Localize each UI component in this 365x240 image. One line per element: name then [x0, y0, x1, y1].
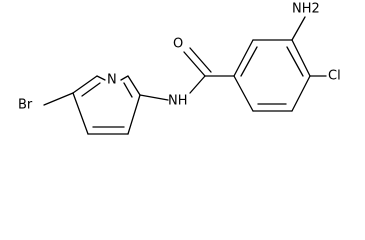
carbonyl-double-bond: [189, 47, 212, 73]
pyridine-bond: [72, 92, 89, 135]
pyridine-nitrogen-label: N: [107, 73, 117, 88]
benzene-bond: [233, 75, 254, 112]
amide-bond: [189, 75, 206, 94]
carbonyl-bond: [183, 51, 206, 77]
amino-label: NH2: [292, 2, 320, 17]
molecule-structure: Br N NH O NH2 Cl: [18, 2, 341, 135]
amino-bond: [291, 16, 306, 41]
br-bond: [43, 92, 74, 106]
pyridine-double-bond: [81, 82, 101, 97]
pyridine-bond: [72, 75, 98, 94]
nh-bond: [139, 94, 169, 101]
carbonyl-oxygen-label: O: [173, 37, 183, 52]
pyridine-ring: [72, 75, 141, 135]
benzene-bond: [291, 39, 311, 77]
pyridine-double-bond: [123, 82, 133, 98]
pyridine-bond: [127, 75, 141, 96]
bromine-label: Br: [18, 98, 33, 113]
pyridine-bond: [127, 94, 141, 135]
pyridine-bond: [96, 75, 106, 81]
chlorine-label: Cl: [328, 69, 341, 84]
benzene-double-bond: [286, 46, 304, 77]
benzene-bond: [233, 39, 254, 77]
benzene-double-bond: [240, 46, 258, 77]
benzene-ring: [233, 39, 311, 112]
pyridine-bond: [120, 75, 129, 81]
benzene-bond: [291, 75, 311, 112]
amide-nh-label: NH: [168, 94, 188, 109]
